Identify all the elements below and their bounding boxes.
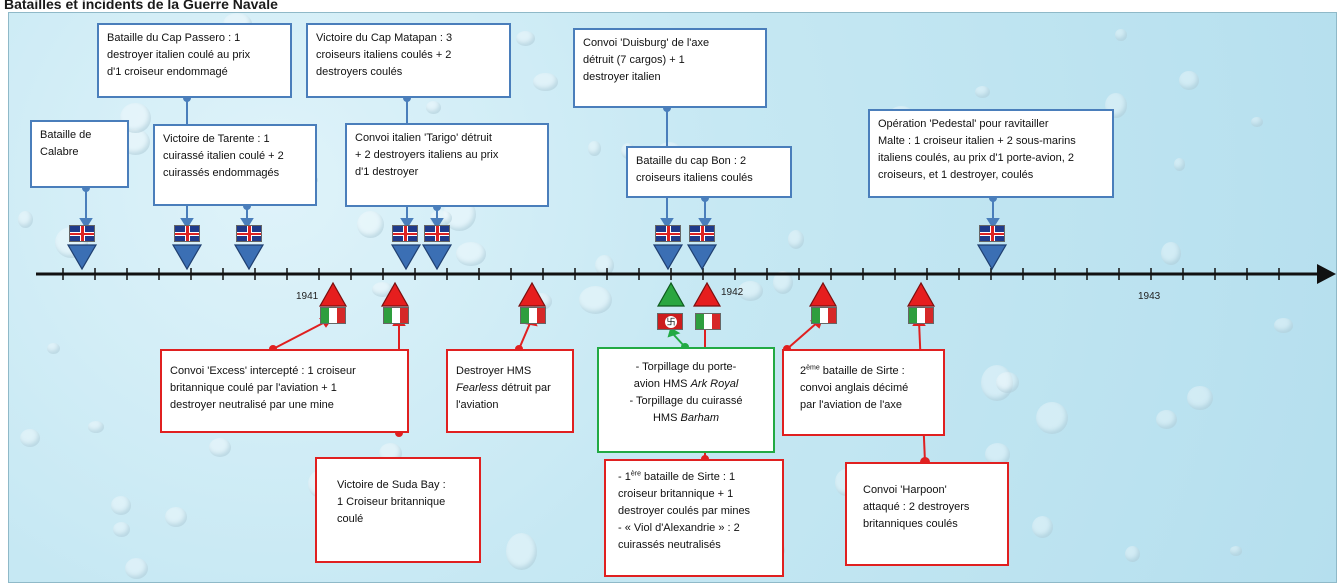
water-drop-decoration: [737, 280, 763, 301]
water-drop-decoration: [87, 420, 105, 433]
water-drop-decoration: [1124, 545, 1140, 562]
italian-flag-icon: [320, 307, 346, 324]
uk-flag-icon: [424, 225, 450, 242]
event-sirte-1: - 1ère bataille de Sirte : 1 croiseur br…: [604, 459, 784, 577]
water-drop-decoration: [1179, 70, 1200, 91]
italian-flag-icon: [908, 307, 934, 324]
water-drop-decoration: [516, 30, 535, 46]
year-1942-label: 1942: [721, 287, 744, 298]
italian-flag-icon: [520, 307, 546, 324]
event-fearless: Destroyer HMS Fearless détruit par l'avi…: [446, 349, 574, 433]
water-drop-decoration: [1115, 28, 1127, 41]
uk-flag-icon: [174, 225, 200, 242]
timeline-arrowhead: [1317, 264, 1336, 284]
water-drop-decoration: [208, 438, 231, 458]
year-1943-label: 1943: [1138, 291, 1161, 302]
water-drop-decoration: [974, 85, 990, 98]
uk-flag-icon: [655, 225, 681, 242]
uk-flag-icon: [979, 225, 1005, 242]
german-marker: [656, 281, 686, 307]
water-drop-decoration: [772, 270, 793, 294]
water-drop-decoration: [1229, 546, 1243, 556]
event-suda-bay: Victoire de Suda Bay :1 Croiseur britann…: [315, 457, 481, 563]
water-drop-decoration: [980, 365, 1013, 402]
timeline-ticks: [62, 268, 1280, 280]
water-drop-decoration: [594, 254, 615, 277]
allied-marker: [233, 244, 265, 271]
water-drop-decoration: [588, 140, 601, 156]
diagram-header: Batailles et incidents de la Guerre Nava…: [4, 0, 278, 12]
italian-flag-icon: [695, 313, 721, 330]
water-drop-decoration: [1160, 241, 1181, 266]
water-drop-decoration: [112, 522, 130, 538]
water-drop-decoration: [787, 230, 804, 249]
water-drop-decoration: [1032, 516, 1054, 539]
year-1941-label: 1941: [296, 291, 319, 302]
water-drop-decoration: [456, 242, 486, 266]
connector-layer: [36, 94, 1336, 467]
allied-marker: [976, 244, 1008, 271]
water-drop-decoration: [1187, 385, 1213, 410]
allied-marker: [421, 244, 453, 271]
water-drop-decoration: [1174, 158, 1186, 171]
water-drop-decoration: [1036, 402, 1069, 435]
water-drop-decoration: [1251, 117, 1263, 128]
event-tarigo: Convoi italien 'Tarigo' détruit+ 2 destr…: [345, 123, 549, 207]
water-drop-decoration: [165, 507, 188, 528]
water-drop-decoration: [47, 343, 61, 355]
axis-marker: [318, 281, 348, 307]
allied-marker: [390, 244, 422, 271]
axis-marker: [808, 281, 838, 307]
uk-flag-icon: [689, 225, 715, 242]
axis-marker: [692, 281, 722, 307]
axis-marker: [517, 281, 547, 307]
uk-flag-icon: [236, 225, 262, 242]
german-flag-icon: 卐: [657, 313, 683, 330]
water-drop-decoration: [19, 428, 41, 448]
allied-marker: [686, 244, 718, 271]
water-drop-decoration: [357, 210, 384, 238]
uk-flag-icon: [392, 225, 418, 242]
italian-flag-icon: [383, 307, 409, 324]
allied-marker: [171, 244, 203, 271]
water-drop-decoration: [984, 443, 1010, 466]
uk-flag-icon: [69, 225, 95, 242]
event-sirte-2: 2ème bataille de Sirte : convoi anglais …: [782, 349, 945, 436]
water-drop-decoration: [578, 285, 612, 314]
water-drop-decoration: [1273, 318, 1293, 333]
axis-marker: [380, 281, 410, 307]
allied-marker: [652, 244, 684, 271]
water-drop-decoration: [1156, 410, 1178, 430]
water-drop-decoration: [125, 557, 149, 580]
water-drop-decoration: [426, 100, 442, 114]
allied-marker: [66, 244, 98, 271]
event-ark-royal-barham: - Torpillage du porte- avion HMS Ark Roy…: [597, 347, 775, 453]
water-drop-decoration: [533, 72, 558, 91]
water-drop-decoration: [505, 533, 538, 570]
water-drop-decoration: [111, 496, 131, 515]
italian-flag-icon: [811, 307, 837, 324]
water-drop-decoration: [372, 281, 394, 297]
axis-marker: [906, 281, 936, 307]
water-drop-decoration: [995, 372, 1020, 394]
water-drop-decoration: [18, 210, 34, 229]
